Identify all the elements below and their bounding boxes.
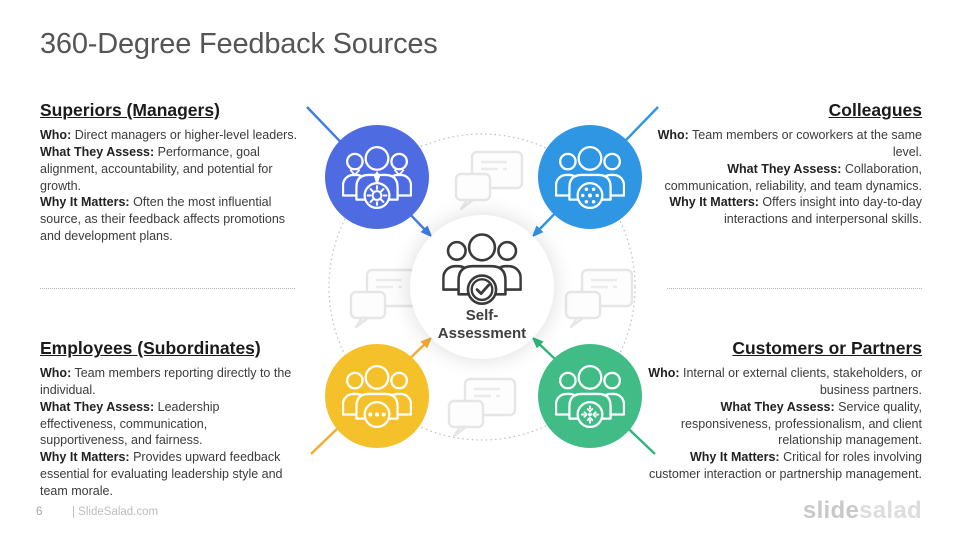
item-label: Why It Matters: [40,195,130,210]
node-customers [538,344,642,448]
dotted-ring [328,133,636,441]
tie-detail [373,170,381,184]
logo-part-salad: salad [859,497,922,524]
section-customers-body: Who: Internal or external clients, stake… [640,365,922,482]
item-text: Performance, goal alignment, accountabil… [40,145,273,193]
converge-glyph [580,405,600,424]
item-label: Who: [657,128,689,143]
item-text: Team members or coworkers at the same le… [692,128,922,160]
item-text: Team members reporting directly to the i… [40,366,292,398]
section-customers: Customers or Partners Who: Internal or e… [640,337,922,483]
section-superiors-heading: Superiors (Managers) [40,100,220,120]
check-glyph [470,277,494,301]
hub-label: Self- Assessment [437,306,527,342]
item-label: Why It Matters: [669,195,759,210]
arrowhead-superiors [420,225,433,238]
arrowhead-colleagues [531,225,544,238]
section-employees-heading: Employees (Subordinates) [40,338,261,358]
arrowhead-employees [420,336,433,349]
managers-group-gear-icon [342,144,412,210]
item-label: Who: [40,366,72,381]
item-text: Service quality, responsiveness, profess… [680,399,922,448]
section-superiors-body: Who: Direct managers or higher-level lea… [40,127,298,244]
node-colleagues [538,125,642,229]
footer-source: | SlideSalad.com [72,506,159,518]
colleagues-group-network-icon [555,144,625,210]
logo-part-slide: slide [802,497,860,524]
divider-right [667,288,922,289]
page-title: 360-Degree Feedback Sources [40,28,438,60]
item-label: What They Assess: [40,399,155,414]
arrowhead-customers [531,336,544,349]
item-text: Offers insight into day-to-day interacti… [723,195,922,227]
item-text: Direct managers or higher-level leaders. [74,128,298,143]
feedback-diagram: Self- Assessment [305,105,660,457]
employees-group-ellipsis-icon [342,363,412,429]
item-label: What They Assess: [727,161,842,176]
slidesalad-logo: slidesalad [803,497,922,525]
node-employees [325,344,429,448]
self-assessment-hub: Self- Assessment [410,215,554,359]
item-label: Who: [648,366,680,381]
item-text: Critical for roles involving customer in… [648,450,922,481]
item-text: Leadership effectiveness, communication,… [40,399,220,448]
node-superiors [325,125,429,229]
self-assessment-people-check-icon [442,231,522,306]
section-employees: Employees (Subordinates) Who: Team membe… [40,337,298,499]
section-colleagues: Colleagues Who: Team members or coworker… [650,99,922,228]
item-label: Who: [40,128,72,143]
item-text: Collaboration, communication, reliabilit… [664,161,922,193]
gear-glyph [366,185,388,206]
ellipsis-glyph [368,412,386,417]
section-colleagues-body: Who: Team members or coworkers at the sa… [650,127,922,228]
network-glyph [581,187,599,204]
footer-page-number: 6 [36,506,43,518]
item-text: Often the most influential source, as th… [40,195,286,243]
section-customers-heading: Customers or Partners [732,338,922,358]
divider-left [40,288,295,289]
item-label: Why It Matters: [689,450,780,465]
section-employees-body: Who: Team members reporting directly to … [40,365,298,499]
item-label: Why It Matters: [40,450,130,465]
item-label: What They Assess: [720,399,835,414]
item-label: What They Assess: [40,145,155,160]
customers-group-converge-icon [555,363,625,429]
item-text: Provides upward feedback essential for e… [40,450,283,498]
section-colleagues-heading: Colleagues [828,100,922,120]
section-superiors: Superiors (Managers) Who: Direct manager… [40,99,298,245]
item-text: Internal or external clients, stakeholde… [682,366,922,398]
